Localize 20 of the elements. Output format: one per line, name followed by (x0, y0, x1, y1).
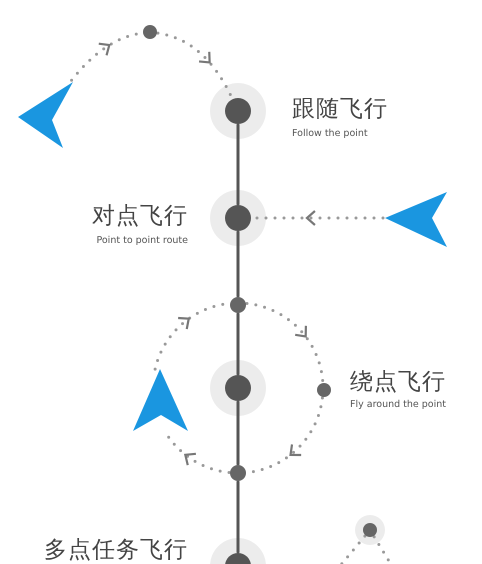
timeline-line (236, 312, 240, 376)
waypoint-dot (230, 297, 246, 313)
mode-title: 对点飞行 (92, 204, 188, 230)
waypoint-dot (143, 25, 157, 39)
mode-title: 多点任务飞行 (44, 538, 188, 564)
timeline-line (236, 400, 240, 466)
mode-title: 绕点飞行 (350, 370, 446, 396)
mode-subtitle: Point to point route (96, 235, 188, 246)
timeline-line (236, 124, 240, 206)
mode-title: 跟随飞行 (292, 97, 388, 122)
mode-subtitle: Follow the point (292, 128, 368, 140)
navigation-arrow-icon (133, 369, 188, 431)
navigation-arrow-icon (385, 192, 447, 247)
dotted-line (338, 534, 366, 564)
timeline-line (236, 480, 240, 554)
waypoint-dot (230, 465, 246, 481)
waypoint-dot (317, 383, 331, 397)
mode-subtitle: Fly around the point (350, 399, 446, 410)
timeline-line (236, 230, 240, 298)
navigation-arrow-icon (18, 82, 73, 148)
